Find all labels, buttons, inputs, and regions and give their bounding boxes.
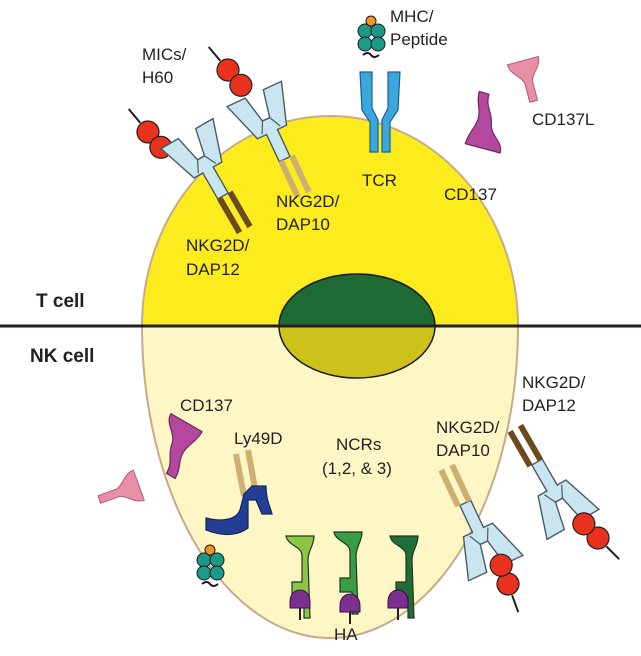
cd137l-nk-cell-icon xyxy=(93,469,145,516)
nk-cell-label: NK cell xyxy=(30,346,94,367)
ha-label: HA xyxy=(334,625,358,644)
nkg2d-dap12-t-cell-label-line1: NKG2D/ xyxy=(186,236,250,255)
nkg2d-dap12-nk-cell-icon xyxy=(507,423,600,541)
nkg2d-dap10-nk-ligand-icon xyxy=(486,550,530,617)
nkg2d-dap12-nk-cell-label-line1: NKG2D/ xyxy=(522,373,586,392)
nkg2d-dap12-nk-cell-label-line2: DAP12 xyxy=(522,396,576,415)
cd137l-icon xyxy=(506,56,550,106)
ha-ligand-icon-1 xyxy=(289,589,311,620)
nk-cell xyxy=(141,326,519,639)
ncrs-label-line2: (1,2, & 3) xyxy=(322,459,392,478)
tcr-label: TCR xyxy=(362,171,397,190)
cd137-nk-cell-label: CD137 xyxy=(180,396,233,415)
mhc-peptide-label-line1: MHC/ xyxy=(390,7,434,26)
mics-h60-label-line2: H60 xyxy=(142,68,173,87)
nkg2d-dap10-nk-cell-label-line1: NKG2D/ xyxy=(436,418,500,437)
mhc-peptide-icon xyxy=(357,15,386,58)
nk-cell-body xyxy=(141,326,519,639)
ncrs-label-line1: NCRs xyxy=(336,435,381,454)
nk-cell-nucleus xyxy=(278,326,436,379)
tcr-icon xyxy=(359,71,401,153)
cd137l-label: CD137L xyxy=(532,110,594,129)
ha-ligand-icon-2 xyxy=(339,593,361,624)
ly49d-label: Ly49D xyxy=(234,429,283,448)
mics-h60-ligand-icon xyxy=(199,38,258,102)
t-cell-label: T cell xyxy=(36,291,85,312)
t-cell-body xyxy=(141,115,519,326)
nkg2d-dap12-t-cell-icon xyxy=(160,117,253,235)
cd137-t-cell-label: CD137 xyxy=(444,185,497,204)
nkg2d-dap10-t-cell-icon xyxy=(226,80,313,199)
mics-h60-label-line1: MICs/ xyxy=(142,45,187,64)
ha-ligand-icon-3 xyxy=(387,589,409,620)
nkg2d-dap10-nk-cell-icon xyxy=(437,463,524,582)
nkg2d-dap12-nk-ligand-icon xyxy=(567,507,628,568)
mhc-peptide-label-line2: Peptide xyxy=(390,30,448,49)
ly49d-icon xyxy=(205,449,273,536)
cd137-t-cell-icon xyxy=(464,90,515,154)
nkg2d-dap10-t-cell-label-line1: NKG2D/ xyxy=(276,192,340,211)
t-cell xyxy=(141,115,519,326)
nkg2d-dap10-nk-cell-label-line2: DAP10 xyxy=(436,441,490,460)
nkg2d-dap10-t-cell-label-line2: DAP10 xyxy=(276,215,330,234)
t-cell-nucleus xyxy=(278,273,436,326)
nkg2d-dap12-t-cell-label-line2: DAP12 xyxy=(186,260,240,279)
